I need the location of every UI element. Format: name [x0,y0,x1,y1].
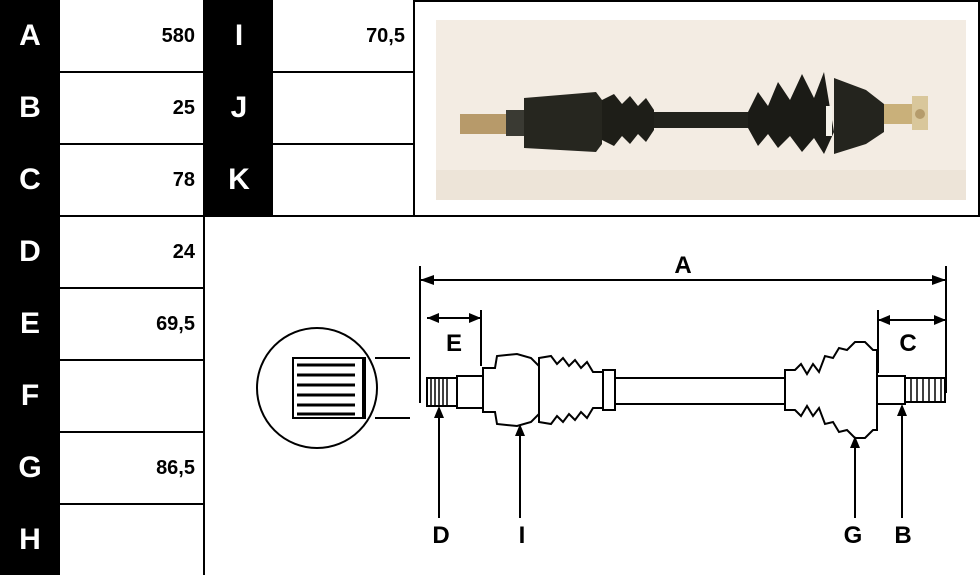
grid-line [60,71,203,73]
dim-label-h: H [0,504,60,575]
grid-line [60,143,203,145]
dim-value-b: 25 [60,72,203,144]
dim-value-j [273,72,413,144]
dim-g-label: G [844,522,863,549]
grid-line [273,71,413,73]
dim-b-label: B [894,522,911,549]
dim-label-f: F [0,360,60,432]
dim-value-c: 78 [60,144,203,216]
dim-value-g: 86,5 [60,432,203,504]
grid-line [60,287,203,289]
shaft-diagram: A E C D I G B [256,252,947,549]
frame-line [978,0,980,217]
dimensions-table: A 580 B 25 C 78 D 24 E 69,5 F G 86,5 H I… [0,0,415,575]
grid-line [205,215,415,217]
dim-e-label: E [446,330,462,357]
dim-i-label: I [519,522,526,549]
grid-line [60,215,203,217]
dim-value-e: 69,5 [60,288,203,360]
dim-value-h [60,504,203,575]
dim-label-i: I [205,0,273,72]
dim-label-k: K [205,144,273,216]
grid-line [273,143,413,145]
grid-line [60,431,203,433]
dim-value-i: 70,5 [273,0,413,72]
product-photo [436,20,966,200]
dim-d-label: D [432,522,449,549]
frame-line [415,0,980,2]
spline-detail-circle [256,327,410,449]
dim-c-label: C [899,330,916,357]
dim-label-a: A [0,0,60,72]
dim-label-e: E [0,288,60,360]
dim-label-j: J [205,72,273,144]
grid-line [60,359,203,361]
dim-value-k [273,144,413,216]
dim-label-c: C [0,144,60,216]
dim-value-f [60,360,203,432]
dim-label-b: B [0,72,60,144]
dim-label-g: G [0,432,60,504]
grid-line [203,0,205,575]
grid-line [60,503,203,505]
dim-value-d: 24 [60,216,203,288]
dim-value-a: 580 [60,0,203,72]
dim-a-label: A [674,252,691,279]
dim-label-d: D [0,216,60,288]
frame-line [415,215,980,217]
grid-line [413,0,415,217]
